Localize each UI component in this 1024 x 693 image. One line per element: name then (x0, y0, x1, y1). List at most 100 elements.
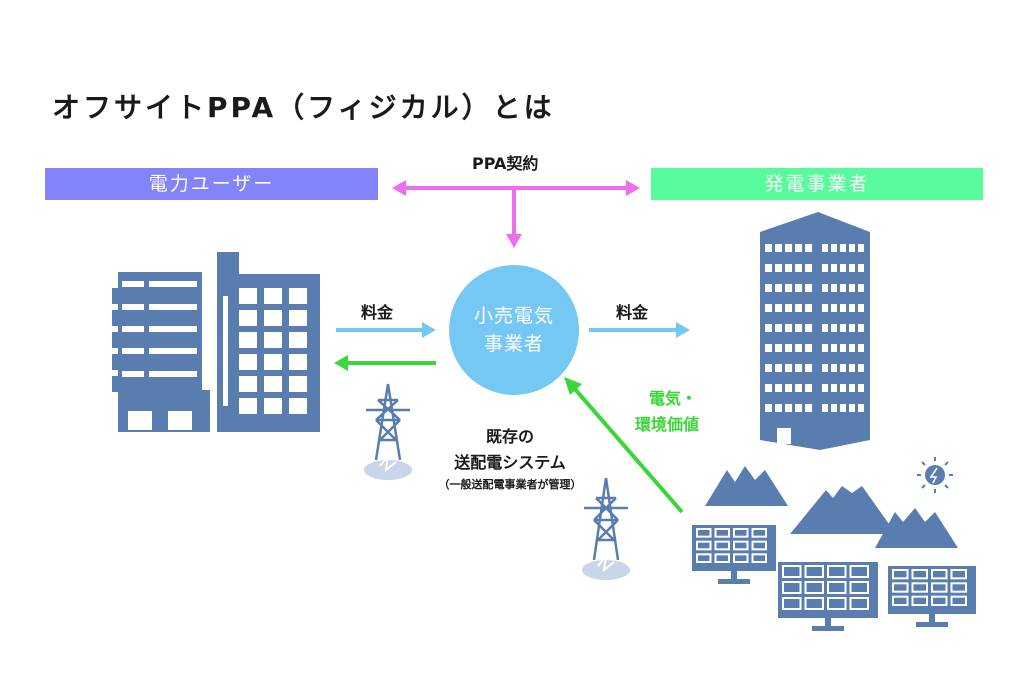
fee-arrow-left (336, 322, 436, 338)
shape (952, 597, 965, 604)
shape (775, 264, 782, 272)
shape (785, 264, 792, 272)
shape (785, 284, 792, 292)
shape (289, 398, 307, 414)
shape (849, 284, 855, 292)
shape (785, 304, 792, 312)
grid-note: （一般送配電事業者が管理） (438, 478, 582, 491)
shape (849, 324, 855, 332)
shape (858, 384, 864, 392)
shape (812, 626, 844, 631)
shape (698, 530, 710, 536)
shape (784, 599, 800, 608)
power-value-line2: 環境価値 (635, 415, 700, 434)
power-tower-icon (364, 383, 412, 480)
shape (753, 542, 765, 549)
page-title: オフサイトPPA（フィジカル）とは (52, 91, 555, 124)
shape (806, 599, 822, 608)
sun-energy-icon (917, 457, 953, 493)
shape (952, 571, 965, 578)
shape (952, 584, 965, 591)
shape (858, 344, 864, 352)
shape (805, 324, 812, 332)
shape (840, 364, 846, 372)
shape (264, 376, 282, 392)
shape (822, 364, 828, 372)
shape (806, 583, 822, 592)
shape (239, 398, 257, 414)
shape (851, 583, 867, 592)
shape (849, 404, 855, 412)
shape (289, 288, 307, 304)
fee-label-right: 料金 (616, 303, 649, 322)
shape (785, 404, 792, 412)
shape (858, 404, 864, 412)
shape (849, 384, 855, 392)
ppa-contract-arrows (392, 180, 640, 248)
solar-panels (692, 525, 976, 631)
shape (933, 571, 946, 578)
shape (775, 304, 782, 312)
shape (831, 404, 837, 412)
shape (851, 567, 867, 576)
power-arrow-to-retailer (564, 377, 684, 514)
retailer-label-line1: 小売電気 (473, 305, 554, 327)
shape (785, 324, 792, 332)
power-arrow-to-user (334, 355, 436, 371)
shape (784, 567, 800, 576)
shape (825, 618, 831, 626)
shape (913, 571, 926, 578)
shape (894, 597, 907, 604)
shape (765, 344, 772, 352)
shape (840, 384, 846, 392)
shape (765, 304, 772, 312)
shape (775, 364, 782, 372)
shape (785, 244, 792, 252)
fee-label-left: 料金 (361, 303, 394, 322)
shape (795, 364, 802, 372)
user-building-right-windows (223, 288, 307, 414)
shape (806, 567, 822, 576)
shape (840, 344, 846, 352)
shape (775, 284, 782, 292)
shape (289, 376, 307, 392)
shape (239, 354, 257, 370)
shape (822, 324, 828, 332)
shape (840, 304, 846, 312)
grid-line2: 送配電システム (454, 453, 566, 472)
power-value-label: 電気・ 環境価値 (635, 386, 699, 438)
shape (795, 264, 802, 272)
shape (785, 384, 792, 392)
shape (805, 384, 812, 392)
shape (805, 304, 812, 312)
shape (805, 244, 812, 252)
shape (831, 384, 837, 392)
shape (239, 332, 257, 348)
shape (858, 364, 864, 372)
user-building-left-windows (122, 281, 197, 430)
shape (851, 599, 867, 608)
shape (239, 288, 257, 304)
shape (858, 244, 864, 252)
shape (822, 304, 828, 312)
fee-arrow-right (589, 322, 690, 338)
shape (831, 264, 837, 272)
shape (223, 296, 228, 406)
power-value-line1: 電気・ (649, 389, 698, 408)
shape (765, 324, 772, 332)
grid-line1: 既存の (485, 427, 534, 446)
shape (829, 567, 845, 576)
shape (784, 583, 800, 592)
shape (916, 622, 948, 627)
shape (264, 354, 282, 370)
shape (805, 344, 812, 352)
shape (765, 364, 772, 372)
shape (858, 284, 864, 292)
shape (753, 530, 765, 536)
shape (775, 404, 782, 412)
shape (831, 244, 837, 252)
shape (731, 571, 737, 579)
shape (849, 264, 855, 272)
shape (716, 530, 728, 536)
